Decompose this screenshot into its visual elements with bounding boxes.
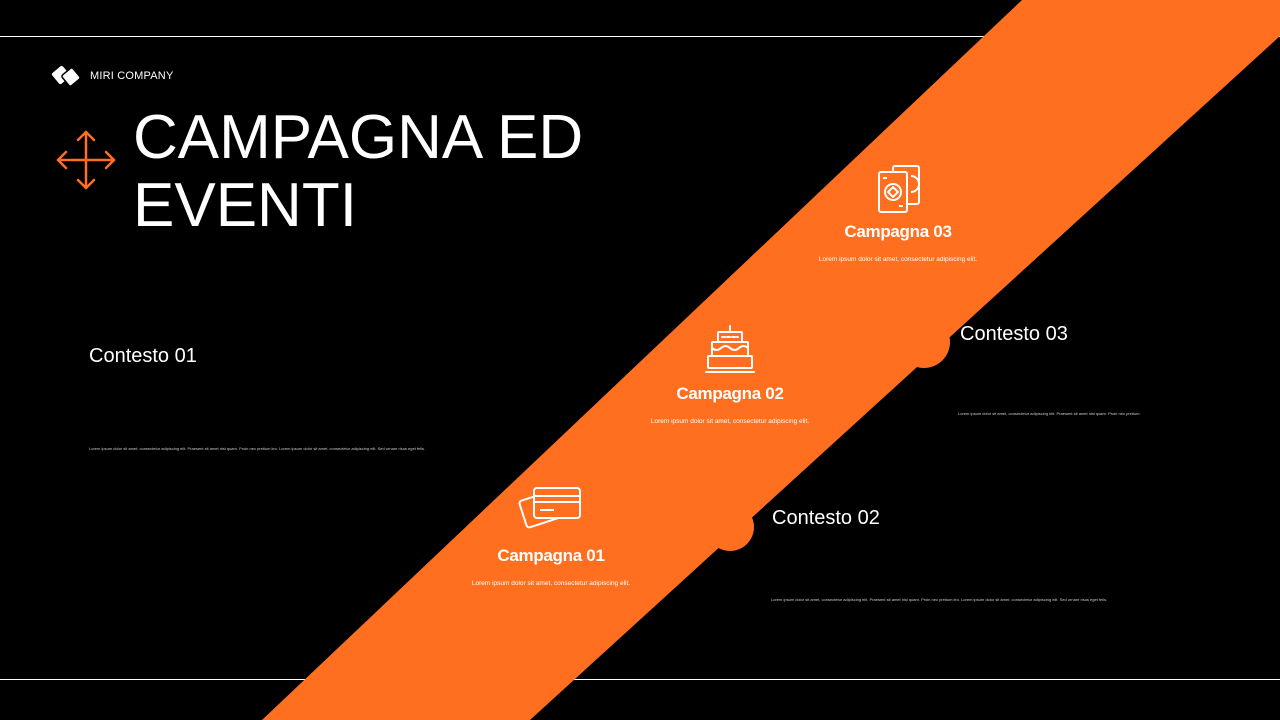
move-arrows-icon: [56, 130, 116, 190]
campaign-01-title: Campagna 01: [497, 546, 605, 565]
birthday-cake-icon: [705, 325, 755, 373]
company-logo-icon: [51, 65, 81, 87]
bottom-divider: [0, 679, 1280, 680]
campaign-01: Campagna 01 Lorem ipsum dolor sit amet, …: [451, 480, 651, 587]
campaign-03-body: Lorem ipsum dolor sit amet, consectetur …: [818, 256, 978, 263]
brand: MIRI COMPANY: [50, 64, 173, 88]
context-03-body: Lorem ipsum dolor sit amet, consectetur …: [958, 411, 1141, 416]
credit-cards-icon: [518, 487, 581, 529]
page-title: CAMPAGNA ED EVENTI: [133, 103, 584, 240]
context-02-body: Lorem ipsum dolor sit amet, consectetur …: [771, 597, 1108, 602]
campaign-03-title: Campagna 03: [844, 222, 952, 241]
campaign-03: Campagna 03 Lorem ipsum dolor sit amet, …: [798, 162, 998, 263]
context-01-title: Contesto 01: [89, 345, 197, 367]
context-03-title: Contesto 03: [960, 323, 1068, 345]
campaign-02: Campagna 02 Lorem ipsum dolor sit amet, …: [630, 322, 830, 425]
brand-name: MIRI COMPANY: [90, 70, 174, 82]
context-02-title: Contesto 02: [772, 507, 880, 529]
casino-cards-icon: [878, 165, 920, 213]
campaign-01-body: Lorem ipsum dolor sit amet, consectetur …: [471, 580, 631, 587]
campaign-02-body: Lorem ipsum dolor sit amet, consectetur …: [650, 418, 810, 425]
top-divider: [0, 36, 1280, 37]
context-01-body: Lorem ipsum dolor sit amet, consectetur …: [89, 446, 426, 451]
campaign-02-title: Campagna 02: [676, 384, 784, 403]
